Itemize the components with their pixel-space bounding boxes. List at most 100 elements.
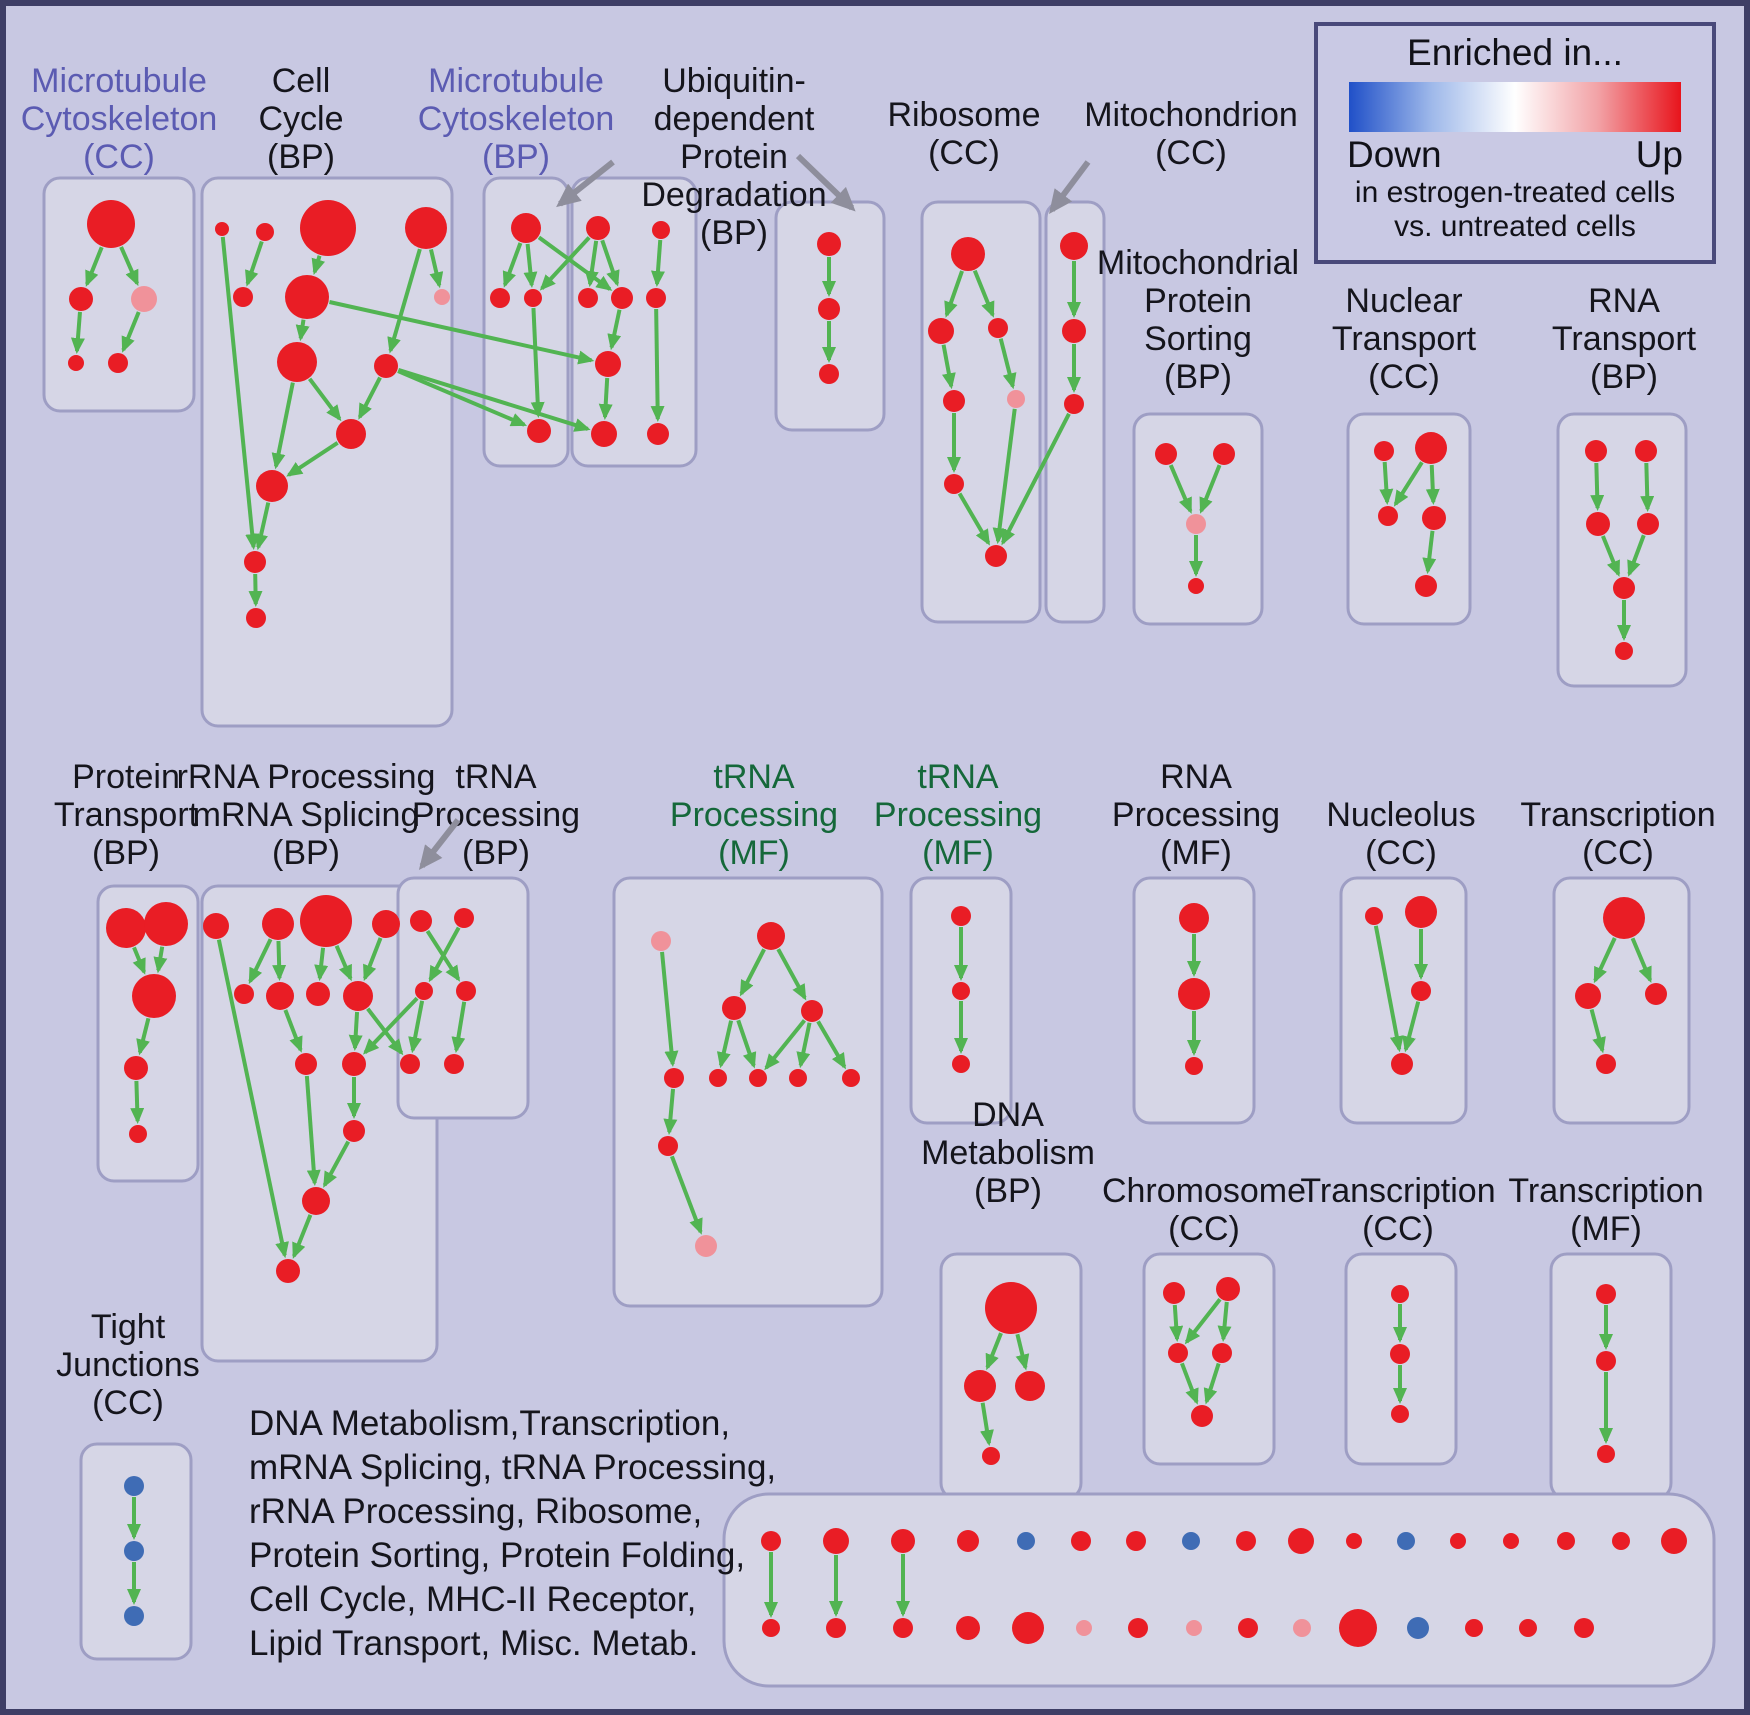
legend-subtitle-line2: vs. untreated cells: [1394, 210, 1636, 243]
rrna-mrna-splicing-bp-node-1: [262, 908, 294, 940]
relation-edge: [650, 308, 665, 423]
microtubule-cytoskeleton-bp-label: (BP): [482, 138, 550, 176]
nucleolus-cc-label: (CC): [1365, 834, 1437, 872]
misc-clusters-node-2: [891, 1529, 915, 1553]
misc-caption-line: mRNA Splicing, tRNA Processing,: [249, 1448, 777, 1487]
rrna-mrna-splicing-bp-node-10: [343, 1120, 365, 1142]
tight-junctions-cc-node-2: [124, 1606, 144, 1626]
rrna-mrna-splicing-bp-node-6: [306, 982, 330, 1006]
nuclear-transport-cc-label: (CC): [1368, 358, 1440, 396]
ubiquitin-degradation-bp-node-7: [647, 423, 669, 445]
trna-processing-bp-node-4: [400, 1054, 420, 1074]
transcription-cc-2-node-0: [1391, 1285, 1409, 1303]
ribosome-cc-node-2: [988, 318, 1008, 338]
nucleolus-cc-node-1: [1405, 896, 1437, 928]
dna-metabolism-bp-node-3: [982, 1447, 1000, 1465]
mitochondrial-protein-sorting-bp-node-1: [1213, 443, 1235, 465]
transcription-cc-2-label: Transcription: [1300, 1172, 1495, 1210]
trna-processing-mf-2-label: Processing: [874, 796, 1042, 834]
transcription-mf-label: (MF): [1570, 1210, 1642, 1248]
chromosome-cc-label: (CC): [1168, 1210, 1240, 1248]
rna-transport-bp-node-2: [1586, 512, 1610, 536]
label-pointer-arrow-0: [556, 159, 615, 208]
relation-edge: [736, 1019, 757, 1069]
ubiquitin-degradation-bp-node-5: [595, 351, 621, 377]
misc-clusters-node-19: [893, 1618, 913, 1638]
relation-edge: [739, 948, 766, 997]
tight-junctions-cc-node-0: [124, 1476, 144, 1496]
rna-transport-bp-box: [1556, 412, 1688, 688]
cell-cycle-bp-node-12: [246, 608, 266, 628]
ubiquitin-degradation-bp-label: (BP): [700, 214, 768, 252]
relation-edge: [408, 1000, 425, 1054]
protein-transport-bp-label: (BP): [92, 834, 160, 872]
legend-up-label: Up: [1635, 134, 1683, 175]
misc-clusters-node-28: [1407, 1617, 1429, 1639]
transcription-cc-label: (CC): [1582, 834, 1654, 872]
transcription-cc-node-1: [1575, 983, 1601, 1009]
trna-processing-mf-node-1: [757, 922, 785, 950]
relation-edge: [295, 319, 310, 342]
trna-processing-mf-2-node-0: [951, 906, 971, 926]
transcription-mf-label: Transcription: [1508, 1172, 1703, 1210]
rrna-mrna-splicing-bp-node-9: [342, 1052, 366, 1076]
relation-edge: [334, 945, 353, 982]
relation-edge: [387, 248, 422, 354]
trna-processing-bp-label: (BP): [462, 834, 530, 872]
ubiquitin-degradation-bp-node-1: [652, 221, 670, 239]
ubiquitin-degradation-bp-label: Protein: [680, 138, 788, 176]
chromosome-cc-node-0: [1163, 1282, 1185, 1304]
ubiquitin-degradation-bp-node-6: [591, 421, 617, 447]
relation-edge: [600, 239, 620, 287]
mitochondrion-cc-node-0: [1060, 232, 1088, 260]
relation-edge: [663, 1088, 678, 1136]
trna-processing-mf-node-0: [651, 931, 671, 951]
rna-transport-bp-node-4: [1613, 577, 1635, 599]
dna-metabolism-bp-label: Metabolism: [921, 1134, 1095, 1172]
ubiquitin-degradation-bp-node-4: [646, 288, 666, 308]
relation-edge: [1593, 937, 1617, 984]
trna-processing-mf-label: (MF): [718, 834, 790, 872]
rrna-mrna-splicing-bp-node-0: [203, 913, 229, 939]
relation-edge: [363, 937, 383, 982]
transcription-cc-box: [1552, 876, 1691, 1125]
misc-caption-line: Protein Sorting, Protein Folding,: [249, 1536, 746, 1575]
legend-subtitle-line1: in estrogen-treated cells: [1354, 176, 1676, 209]
trna-processing-mf-2-label: (MF): [922, 834, 994, 872]
ubiquitin-degradation-bp-node-3: [611, 287, 633, 309]
relation-edge: [530, 307, 545, 419]
relation-edge: [1402, 1001, 1421, 1053]
misc-caption-line: DNA Metabolism,Transcription,: [249, 1404, 731, 1443]
misc-caption-line: Lipid Transport, Misc. Metab.: [249, 1624, 699, 1663]
relation-edge: [598, 377, 613, 421]
misc-clusters-node-11: [1397, 1532, 1415, 1550]
trna-processing-mf-2-label: tRNA: [917, 758, 999, 796]
relation-edge: [539, 236, 591, 291]
transcription-cc-node-0: [1603, 897, 1645, 939]
relation-edge: [944, 270, 964, 318]
nuclear-transport-cc-box: [1346, 412, 1472, 626]
misc-clusters-node-25: [1238, 1618, 1258, 1638]
trna-processing-mf-node-5: [709, 1069, 727, 1087]
microtubule-cytoskeleton-cc-node-2: [131, 286, 157, 312]
relation-edge: [716, 1020, 734, 1069]
microtubule-cytoskeleton-cc-label: (CC): [83, 138, 155, 176]
trna-processing-bp-node-3: [456, 981, 476, 1001]
ribosome-cc-box: [920, 200, 1042, 624]
trna-processing-bp-node-2: [415, 982, 433, 1000]
relation-edge: [85, 246, 104, 287]
microtubule-cytoskeleton-bp-label: Microtubule: [428, 62, 604, 100]
misc-clusters-node-20: [956, 1616, 980, 1640]
misc-clusters-node-24: [1186, 1620, 1202, 1636]
mitochondrial-protein-sorting-bp-label: Sorting: [1144, 320, 1252, 358]
relation-edge: [1169, 1304, 1184, 1343]
rrna-mrna-splicing-bp-node-11: [302, 1187, 330, 1215]
protein-transport-bp-node-4: [129, 1125, 147, 1143]
relation-edge: [1630, 937, 1653, 983]
misc-clusters-node-0: [761, 1531, 781, 1551]
protein-transport-bp-box: [96, 884, 200, 1183]
trna-processing-mf-node-7: [789, 1069, 807, 1087]
cell-cycle-bp-label: Cycle: [258, 100, 343, 138]
misc-clusters-node-13: [1503, 1533, 1519, 1549]
relation-edge: [304, 1075, 321, 1187]
